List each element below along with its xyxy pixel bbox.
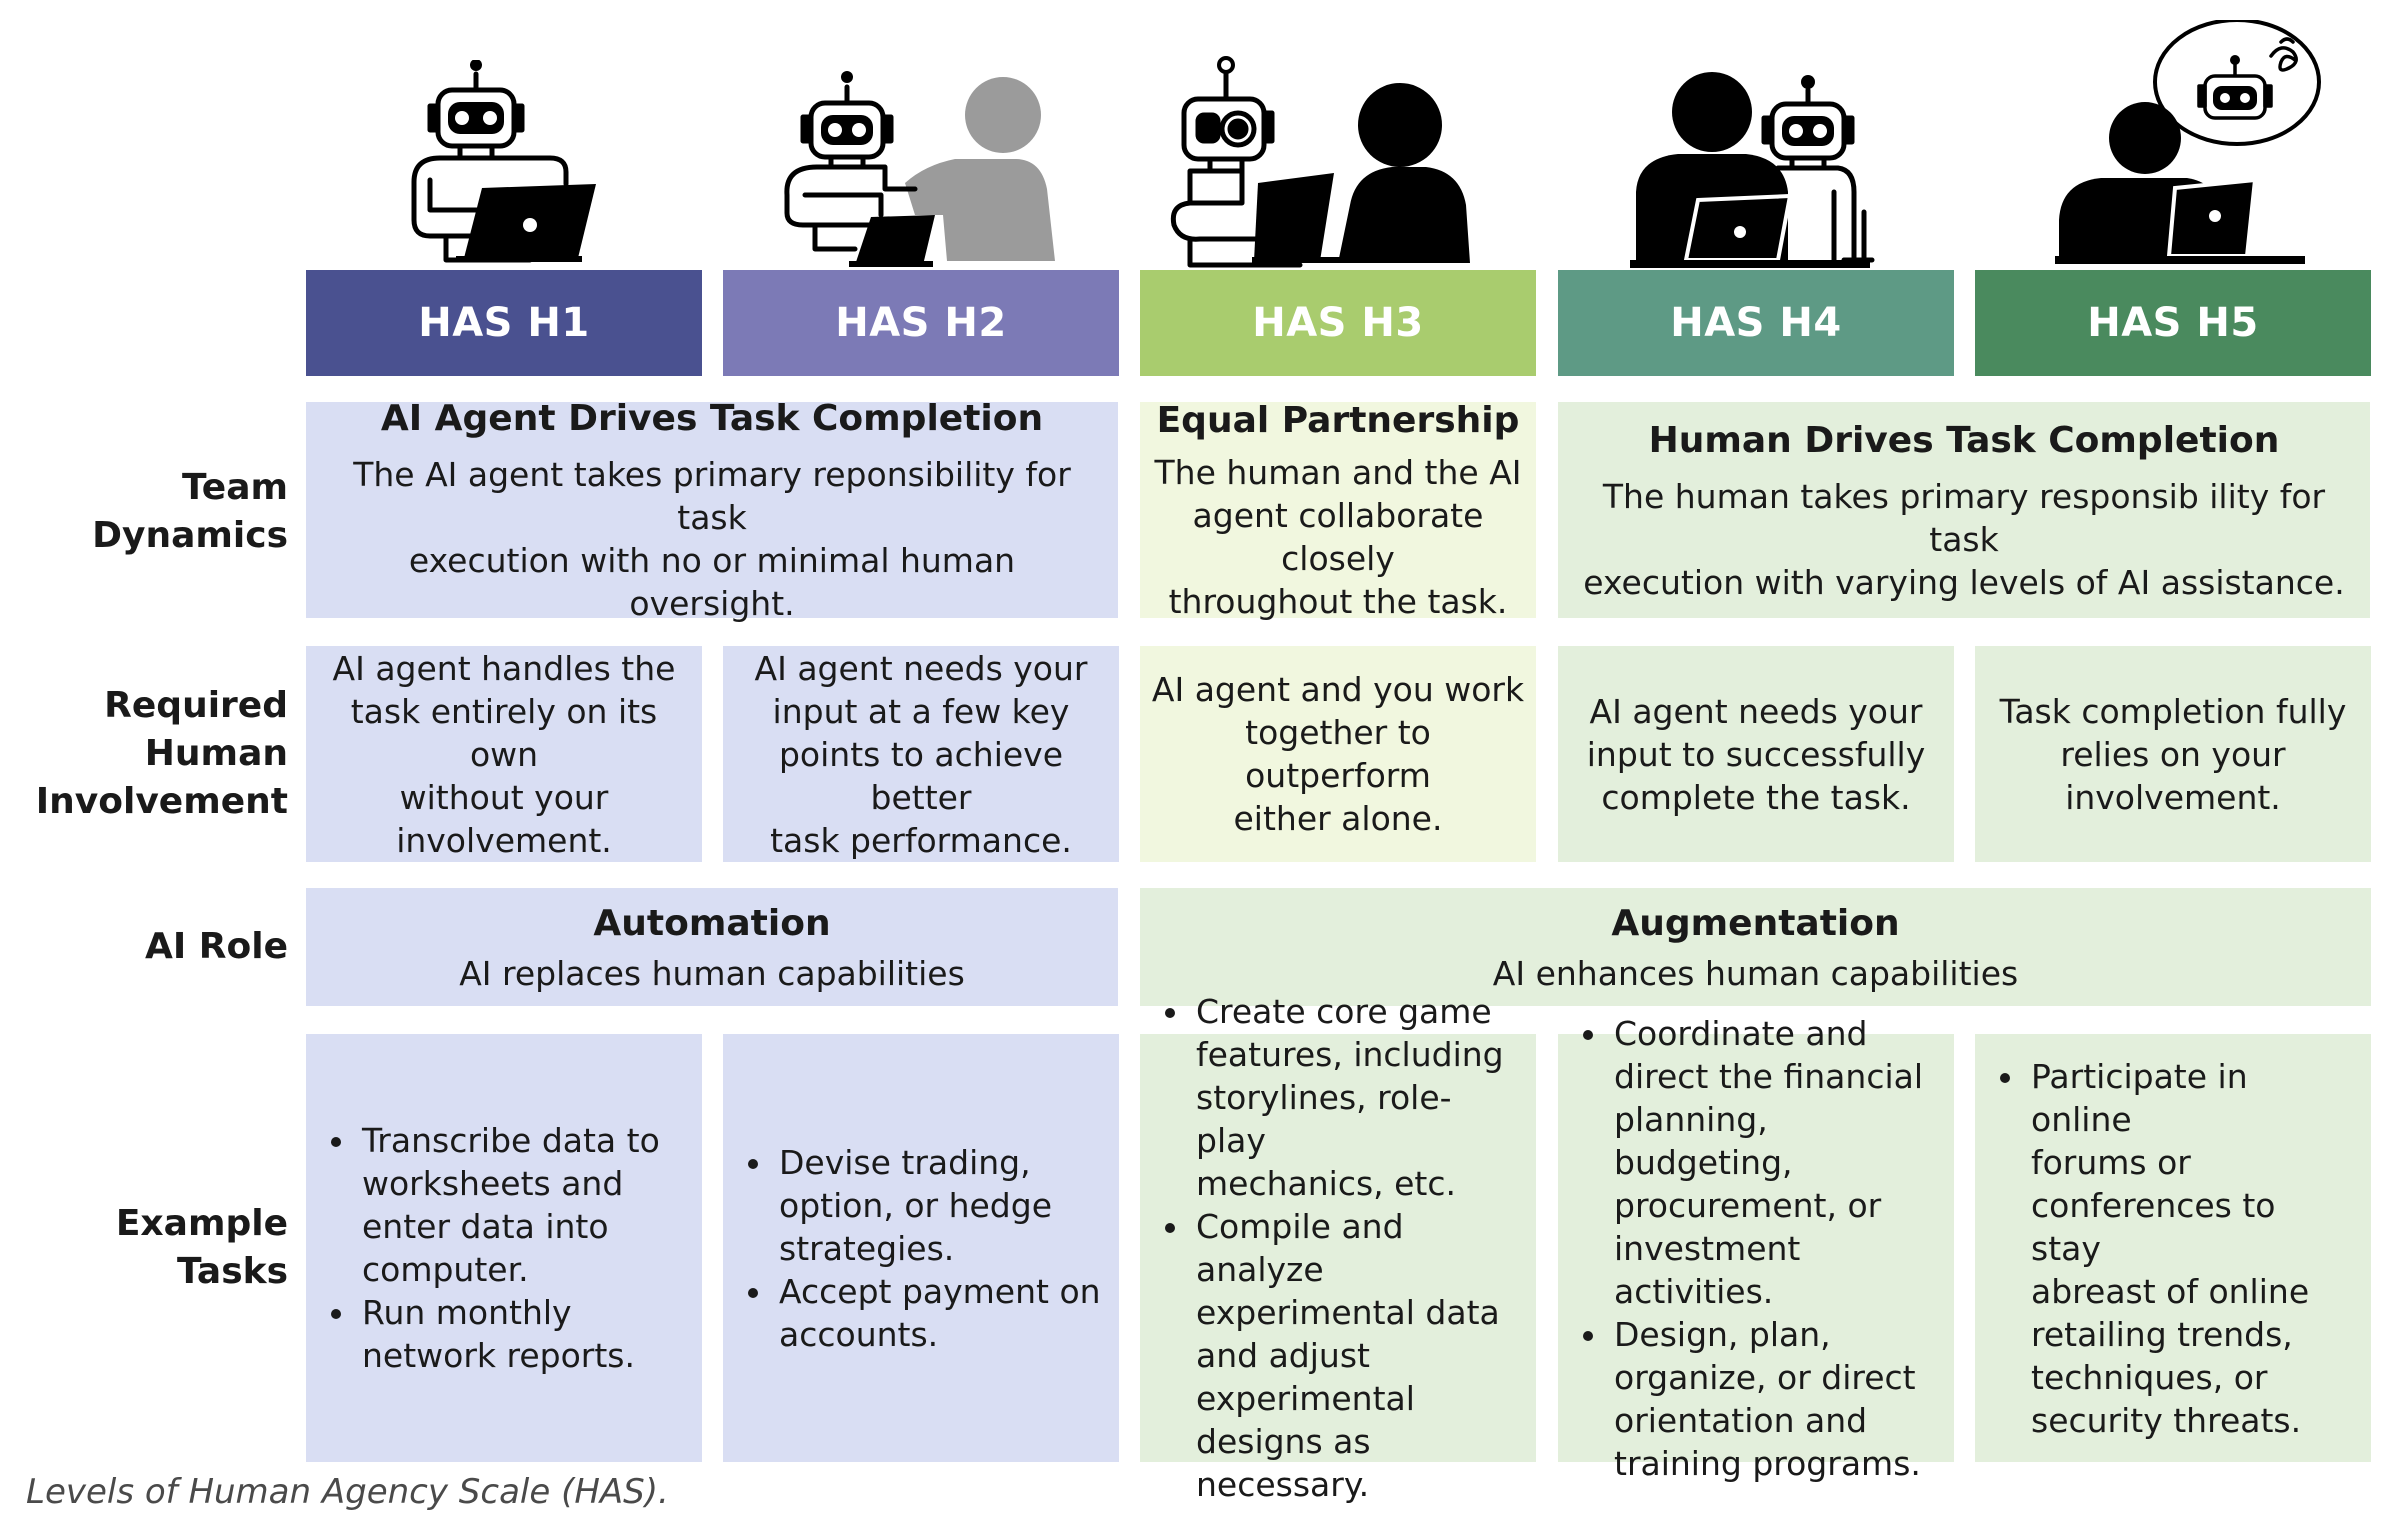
ai-role-augmentation: Augmentation AI enhances human capabilit… xyxy=(1140,888,2371,1006)
task-list: Create core game features, including story… xyxy=(1158,990,1520,1506)
header-has-h5: HAS H5 xyxy=(1975,270,2371,376)
task-line: investment activities. xyxy=(1614,1228,1801,1311)
task-line: conferences to stay xyxy=(2031,1185,2276,1268)
header-has-h3: HAS H3 xyxy=(1140,270,1536,376)
task-line: worksheets and xyxy=(362,1164,624,1203)
row-label-ai-role: AI Role xyxy=(145,926,288,967)
ai-role-title: Augmentation xyxy=(1611,902,1900,944)
header-has-h4: HAS H4 xyxy=(1558,270,1954,376)
task-line: orientation and xyxy=(1614,1400,1868,1440)
task-item: Devise trading,option, or hedgestrategie… xyxy=(775,1141,1101,1270)
illustration-h2-robot-with-human xyxy=(784,71,1055,267)
task-line: storylines, role-play xyxy=(1196,1078,1452,1160)
task-line: network reports. xyxy=(362,1336,635,1375)
team-dynamics-ai-drives: AI Agent Drives Task Completion The AI a… xyxy=(306,398,1118,623)
task-line: features, including xyxy=(1196,1035,1504,1074)
task-item: Compile and analyze experimental data and … xyxy=(1192,1205,1520,1506)
illustration-h4-human-with-robot xyxy=(1630,72,1875,268)
example-tasks-h1: Transcribe data to worksheets and enter da… xyxy=(306,1034,702,1462)
task-line: accounts. xyxy=(779,1314,939,1354)
example-tasks-h2: Devise trading,option, or hedgestrategie… xyxy=(723,1034,1119,1462)
task-line: and adjust xyxy=(1196,1336,1370,1375)
ai-role-automation: Automation AI replaces human capabilitie… xyxy=(306,888,1118,1006)
example-tasks-h3: Create core game features, including story… xyxy=(1140,992,1536,1504)
team-dynamics-title: Human Drives Task Completion xyxy=(1648,419,2280,461)
task-line: security threats. xyxy=(2031,1400,2302,1440)
header-has-h1: HAS H1 xyxy=(306,270,702,376)
task-line: Participate in online xyxy=(2031,1056,2248,1139)
task-line: designs as necessary. xyxy=(1196,1422,1371,1504)
ai-role-text: AI replaces human capabilities xyxy=(459,953,965,993)
task-line: techniques, or xyxy=(2031,1357,2268,1397)
task-line: Coordinate and xyxy=(1614,1013,1868,1053)
task-line: Design, plan, xyxy=(1614,1314,1831,1354)
team-dynamics-title: Equal Partnership xyxy=(1156,400,1520,441)
header-has-h2: HAS H2 xyxy=(723,270,1119,376)
illustration-h1-robot-at-laptop xyxy=(411,60,596,263)
team-dynamics-human-drives: Human Drives Task Completion The human t… xyxy=(1558,402,2370,618)
task-item: Transcribe data to worksheets and enter da… xyxy=(358,1119,660,1291)
illustration-h3-robot-and-human xyxy=(1170,56,1470,268)
team-dynamics-title: AI Agent Drives Task Completion xyxy=(380,398,1044,439)
illustration-h5-human-thinking-of-robot xyxy=(2055,20,2321,264)
task-line: Transcribe data to xyxy=(362,1121,660,1160)
task-line: training programs. xyxy=(1614,1443,1921,1483)
task-line: Run monthly xyxy=(362,1293,572,1332)
ai-role-title: Automation xyxy=(593,902,831,944)
task-line: experimental data xyxy=(1196,1293,1500,1332)
task-line: Compile and analyze xyxy=(1196,1207,1404,1289)
task-line: enter data into xyxy=(362,1207,609,1246)
task-line: Devise trading, xyxy=(779,1142,1031,1182)
ai-role-text: AI enhances human capabilities xyxy=(1492,953,2019,993)
task-line: abreast of online xyxy=(2031,1271,2310,1311)
task-line: planning, budgeting, xyxy=(1614,1099,1793,1182)
task-line: retailing trends, xyxy=(2031,1314,2293,1354)
task-line: procurement, or xyxy=(1614,1185,1882,1225)
task-item: Design, plan,organize, or directorientat… xyxy=(1610,1313,1938,1485)
task-line: Accept payment on xyxy=(779,1271,1101,1311)
task-line: computer. xyxy=(362,1250,529,1289)
task-line: experimental xyxy=(1196,1379,1415,1418)
task-line: strategies. xyxy=(779,1228,955,1268)
figure-caption: Levels of Human Agency Scale (HAS). xyxy=(26,1472,669,1512)
task-item: Run monthly network reports. xyxy=(358,1291,660,1377)
task-line: organize, or direct xyxy=(1614,1357,1916,1397)
task-item: Create core game features, including story… xyxy=(1192,990,1520,1205)
task-line: mechanics, etc. xyxy=(1196,1164,1457,1203)
task-line: direct the financial xyxy=(1614,1056,1924,1096)
task-list: Devise trading,option, or hedgestrategie… xyxy=(741,1141,1101,1356)
task-line: Create core game xyxy=(1196,992,1492,1031)
task-line: option, or hedge xyxy=(779,1185,1052,1225)
task-list: Transcribe data to worksheets and enter da… xyxy=(324,1119,660,1377)
task-line: forums or xyxy=(2031,1142,2191,1182)
